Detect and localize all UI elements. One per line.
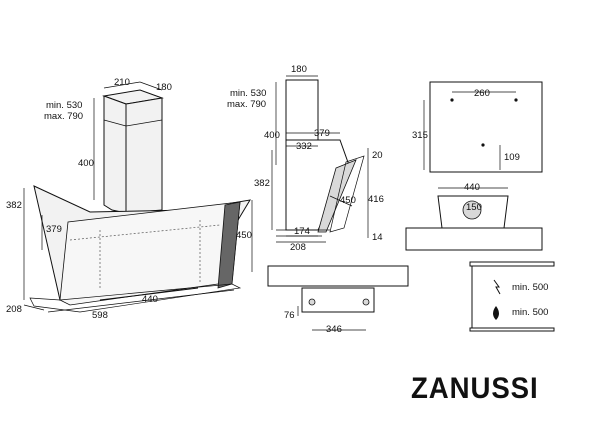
front-hood-height: 382	[6, 200, 22, 211]
chimney-side	[125, 97, 163, 214]
side-panel-offset: 20	[372, 150, 383, 161]
bottom-motor	[301, 287, 375, 313]
bottom-panel	[267, 265, 409, 287]
side-glass	[317, 159, 357, 233]
front-chimney-width: 210	[114, 77, 130, 88]
clearance-hob	[469, 327, 555, 332]
top-width: 440	[464, 182, 480, 193]
flame-icon	[493, 306, 499, 320]
bottom-width: 346	[326, 324, 342, 335]
clearance-hood	[469, 261, 555, 267]
side-panel-height: 416	[368, 194, 384, 205]
side-chimney-max: max. 790	[227, 99, 266, 110]
front-chimney-min: min. 530	[46, 100, 82, 111]
front-chimney-max: max. 790	[44, 111, 83, 122]
outlet-diameter: 150	[466, 202, 482, 213]
side-glass-length: 450	[340, 195, 356, 206]
bottom-view: 76 346	[267, 265, 409, 335]
front-hood-mid: 379	[46, 224, 62, 235]
front-inner-width: 440	[142, 294, 158, 305]
front-total-width: 598	[92, 310, 108, 321]
side-chimney-depth: 180	[291, 64, 307, 75]
front-depth: 208	[6, 304, 22, 315]
wall-plate	[429, 81, 543, 173]
clearance-view: min. 500 min. 500	[469, 261, 555, 332]
wall-mount-view: 260 315 109	[412, 81, 543, 173]
wall-hole-spacing: 260	[474, 88, 490, 99]
side-chimney-lower: 400	[264, 130, 280, 141]
top-view: 440 150	[405, 182, 543, 251]
front-view: 210 180 min. 530 max. 790 400 382 379 45…	[6, 77, 253, 321]
side-upper-width: 379	[314, 128, 330, 139]
top-base	[405, 227, 543, 251]
bottom-offset: 76	[284, 310, 295, 321]
front-chimney-depth: 180	[156, 82, 172, 93]
electric-icon	[493, 279, 501, 295]
wall-height: 315	[412, 130, 428, 141]
side-view: 180 min. 530 max. 790 400 379 332 382 20…	[227, 64, 384, 253]
wall-lower-offset: 109	[504, 152, 520, 163]
chimney-front	[103, 95, 127, 214]
side-mid-width: 332	[296, 141, 312, 152]
side-base-depth: 208	[290, 242, 306, 253]
clearance-electric: min. 500	[512, 282, 548, 293]
outlet-circle	[462, 200, 482, 220]
clearance-gas: min. 500	[512, 307, 548, 318]
side-hood-height: 382	[254, 178, 270, 189]
front-chimney-lower: 400	[78, 158, 94, 169]
side-base-thickness: 14	[372, 232, 383, 243]
side-lower-width: 174	[294, 226, 310, 237]
front-glass-height: 450	[236, 230, 252, 241]
brand-logo: ZANUSSI	[411, 372, 539, 405]
side-chimney-min: min. 530	[230, 88, 266, 99]
